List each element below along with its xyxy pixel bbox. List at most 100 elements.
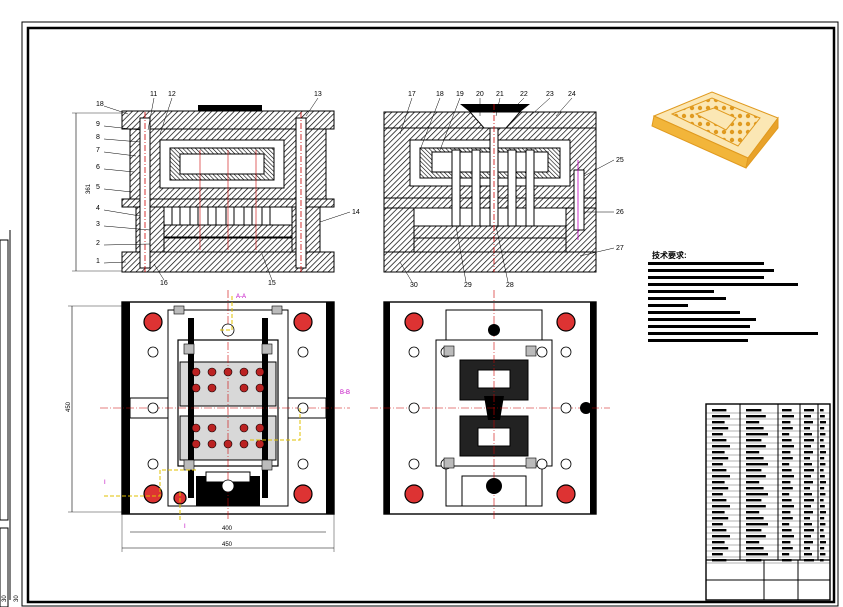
bom-cell-text	[712, 433, 723, 436]
callout: 6	[96, 164, 100, 171]
bom-cell-text	[820, 559, 824, 562]
bom-cell-text	[820, 505, 825, 508]
bom-cell-text	[782, 481, 791, 484]
bom-cell-text	[712, 559, 727, 562]
bom-cell-text	[746, 517, 764, 520]
bom-cell-text	[712, 511, 725, 514]
bom-cell-text	[804, 487, 810, 490]
bom-cell-text	[746, 421, 760, 424]
bom-cell-text	[782, 493, 790, 496]
callout: 15	[268, 280, 276, 287]
bom-cell-text	[820, 409, 824, 412]
bom-cell-text	[820, 553, 826, 556]
bom-cell-text	[820, 427, 825, 430]
bom-cell-text	[782, 445, 794, 448]
bom-cell-text	[820, 433, 826, 436]
bom-cell-text	[746, 475, 766, 478]
section-mark-2: B-B	[340, 390, 350, 396]
bom-cell-text	[804, 469, 814, 472]
section-mark-4: I	[184, 524, 186, 530]
bom-cell-text	[782, 457, 793, 460]
bom-cell-text	[746, 535, 766, 538]
bom-cell-text	[746, 553, 768, 556]
callout: 3	[96, 221, 100, 228]
bom-cell-text	[746, 493, 768, 496]
bom-cell-text	[820, 469, 824, 472]
bom-rows	[706, 409, 830, 564]
callout: 30	[410, 282, 418, 289]
bom-cell-text	[820, 511, 826, 514]
callout: 22	[520, 91, 528, 98]
bom-cell-text	[804, 505, 811, 508]
bom-cell-text	[712, 469, 727, 472]
callout: 23	[546, 91, 554, 98]
callout: 26	[616, 209, 624, 216]
callouts-left: 18 11 12 9 8 7 6 5 4 3 2 1 16 15 14 13	[96, 91, 360, 287]
callout: 14	[352, 209, 360, 216]
right-plan-view	[370, 290, 610, 520]
bom-cell-text	[712, 487, 729, 490]
bom-cell-text	[746, 457, 764, 460]
callout: 9	[96, 121, 100, 128]
bom-cell-text	[782, 523, 790, 526]
bom-cell-text	[712, 541, 725, 544]
bom-cell-text	[782, 517, 793, 520]
bom-cell-text	[712, 415, 730, 418]
bom-cell-text	[712, 517, 729, 520]
bom-cell-text	[712, 529, 727, 532]
bom-cell-text	[746, 469, 762, 472]
bom-cell-text	[820, 451, 826, 454]
callout: 11	[150, 91, 157, 98]
bom-cell-text	[782, 433, 790, 436]
bom-cell-text	[746, 523, 768, 526]
bom-cell-text	[782, 505, 794, 508]
callout: 8	[96, 134, 100, 141]
bom-cell-text	[782, 415, 794, 418]
bom-cell-text	[782, 541, 791, 544]
inner-frame	[26, 26, 836, 604]
bom-cell-text	[746, 529, 762, 532]
bom-cell-text	[804, 493, 812, 496]
bom-cell-text	[804, 535, 811, 538]
callouts-right: 17 18 19 20 21 22 23 24 25 26 27 28 29 3…	[399, 91, 624, 289]
dim-plan-height: 450	[66, 401, 72, 412]
callout: 2	[96, 240, 100, 247]
callout: 17	[408, 91, 416, 98]
callout: 12	[168, 91, 176, 98]
bom-cell-text	[782, 547, 793, 550]
bom-cell-text	[712, 535, 730, 538]
bom-cell-text	[804, 553, 812, 556]
bom-cell-text	[746, 445, 766, 448]
bom-cell-text	[782, 469, 792, 472]
bom-cell-text	[804, 511, 813, 514]
bom-cell-text	[746, 415, 766, 418]
bom-cell-text	[746, 499, 762, 502]
outer-frame	[21, 21, 839, 607]
bom-cell-text	[782, 475, 794, 478]
bom-cell-text	[804, 541, 813, 544]
callout: 7	[96, 147, 100, 154]
bom-cell-text	[820, 445, 825, 448]
bom-cell-text	[746, 541, 760, 544]
bom-cell-text	[804, 463, 812, 466]
bom-cell-text	[804, 547, 810, 550]
bom-cell-text	[804, 421, 813, 424]
technical-notes: 技术要求:	[648, 250, 818, 342]
dim-height: 361	[86, 183, 92, 194]
bom-cell-text	[820, 481, 826, 484]
bom-cell-text	[782, 499, 792, 502]
callout: 13	[314, 91, 322, 98]
bom-cell-text	[804, 499, 814, 502]
bom-cell-text	[712, 445, 730, 448]
callout: 18	[96, 101, 104, 108]
bom-cell-text	[712, 451, 725, 454]
callout: 4	[96, 205, 100, 212]
bom-cell-text	[820, 523, 826, 526]
bom-cell-text	[782, 439, 792, 442]
bom-cell-text	[782, 535, 794, 538]
bom-cell-text	[820, 493, 826, 496]
bom-cell-text	[712, 421, 725, 424]
bom-cell-text	[712, 427, 729, 430]
bom-cell-text	[712, 547, 729, 550]
bom-cell-text	[820, 487, 825, 490]
